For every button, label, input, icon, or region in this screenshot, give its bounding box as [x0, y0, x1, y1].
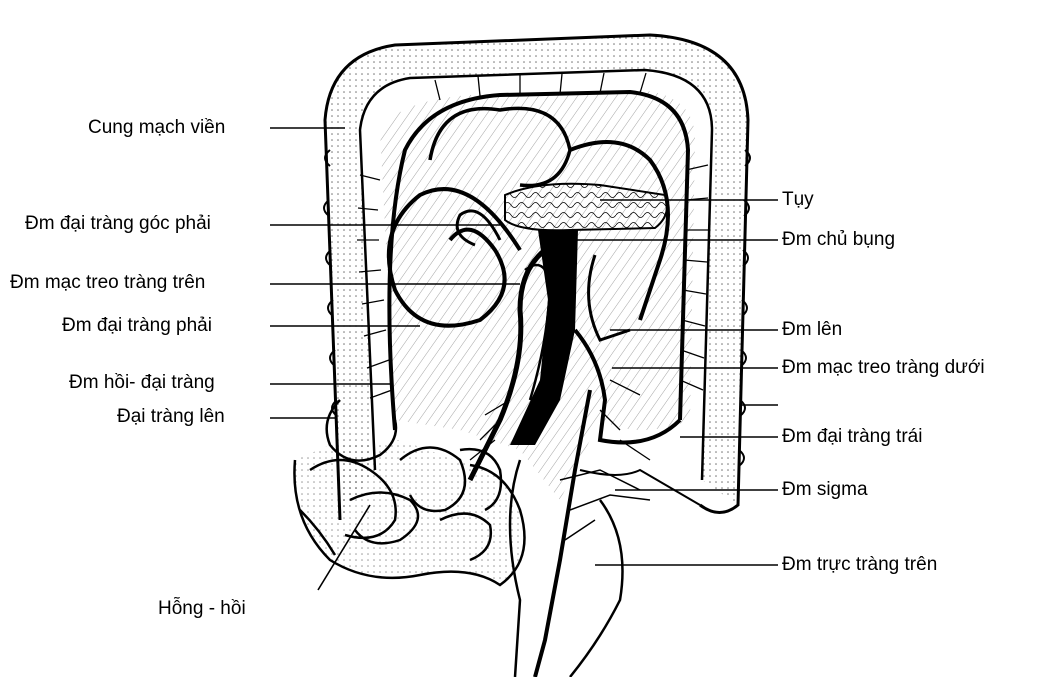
label-sigmoid-artery: Đm sigma: [782, 479, 868, 501]
pancreas: [505, 184, 667, 231]
label-superior-mesenteric-artery: Đm mạc treo tràng trên: [10, 272, 205, 294]
label-right-flexure-colic-artery: Đm đại tràng góc phải: [25, 213, 211, 235]
label-ascending-branch: Đm lên: [782, 319, 842, 341]
label-superior-rectal-artery: Đm trực tràng trên: [782, 554, 937, 576]
label-ascending-colon: Đại tràng lên: [117, 406, 225, 428]
label-pancreas: Tụy: [782, 189, 814, 211]
label-right-colic-artery: Đm đại tràng phải: [62, 315, 212, 337]
sigmoid-rectum: [510, 460, 623, 677]
label-celiac-trunk: Đm chủ bụng: [782, 229, 895, 251]
label-ileocolic-artery: Đm hồi- đại tràng: [69, 372, 215, 394]
label-marginal-artery: Cung mạch viền: [88, 117, 225, 139]
label-inferior-mesenteric-artery: Đm mạc treo tràng dưới: [782, 357, 985, 379]
label-jejunum-ileum: Hỗng - hồi: [158, 598, 246, 620]
label-left-colic-artery: Đm đại tràng trái: [782, 426, 922, 448]
